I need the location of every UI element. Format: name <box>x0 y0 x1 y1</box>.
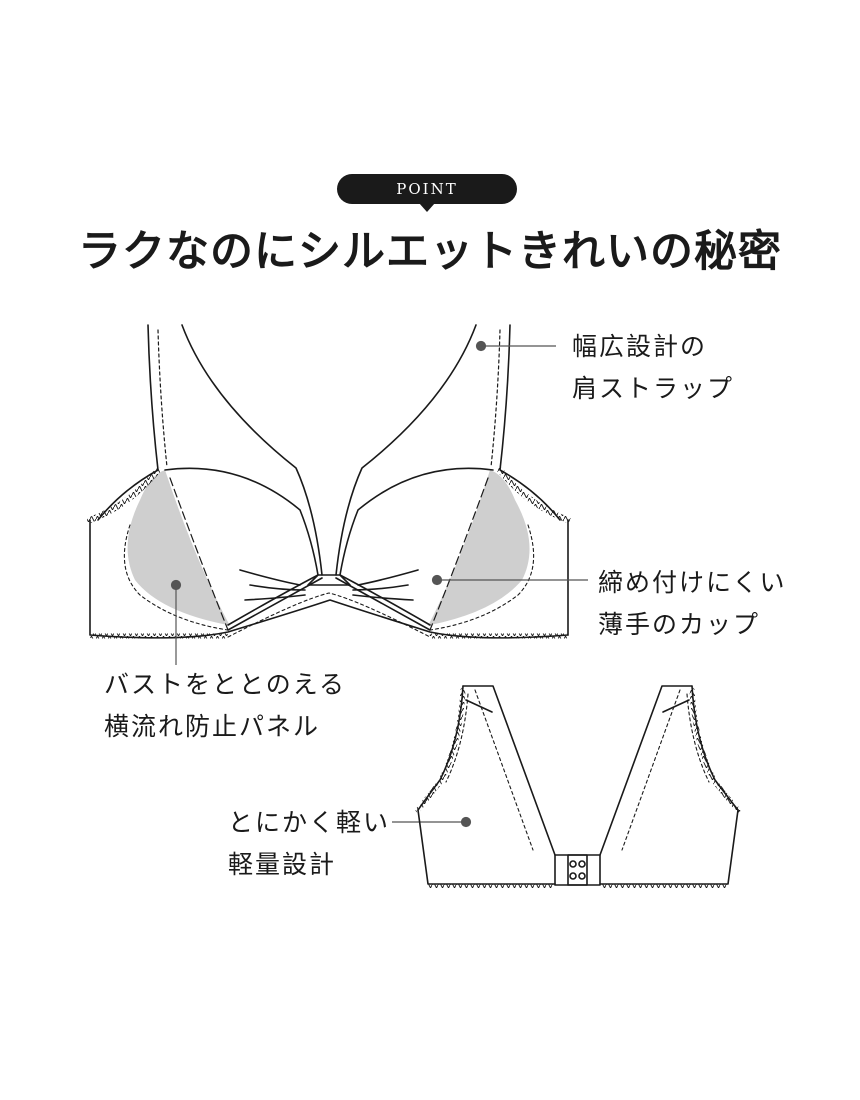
point-badge-label: POINT <box>337 174 517 204</box>
back-bra-illustration <box>415 685 741 888</box>
weight-callout: とにかく軽い 軽量設計 <box>228 802 390 886</box>
right-strap <box>499 324 561 521</box>
panel-callout-line2: 横流れ防止パネル <box>104 712 321 741</box>
cup-callout-line1: 締め付けにくい <box>598 568 787 597</box>
strap-callout-line1: 幅広設計の <box>572 332 708 361</box>
point-badge: POINT <box>337 174 517 212</box>
callout-markers <box>170 340 588 828</box>
weight-callout-line2: 軽量設計 <box>228 850 337 879</box>
cup-callout-line2: 薄手のカップ <box>598 610 761 639</box>
cup-callout: 締め付けにくい 薄手のカップ <box>598 562 787 646</box>
point-badge-pointer <box>419 203 435 212</box>
hook-eye-closure <box>554 854 601 886</box>
panel-callout: バストをととのえる 横流れ防止パネル <box>104 664 346 748</box>
strap-callout: 幅広設計の 肩ストラップ <box>572 326 734 410</box>
left-side-panel <box>127 470 230 626</box>
strap-callout-line2: 肩ストラップ <box>572 374 735 403</box>
panel-callout-line1: バストをととのえる <box>104 670 347 699</box>
right-side-panel <box>428 470 530 626</box>
left-strap <box>97 324 159 521</box>
front-bra-illustration <box>87 324 571 639</box>
back-left-strap <box>462 685 556 856</box>
page-title: ラクなのにシルエットきれいの秘密 <box>78 227 782 277</box>
weight-callout-line1: とにかく軽い <box>228 808 391 837</box>
back-right-strap <box>599 685 693 856</box>
